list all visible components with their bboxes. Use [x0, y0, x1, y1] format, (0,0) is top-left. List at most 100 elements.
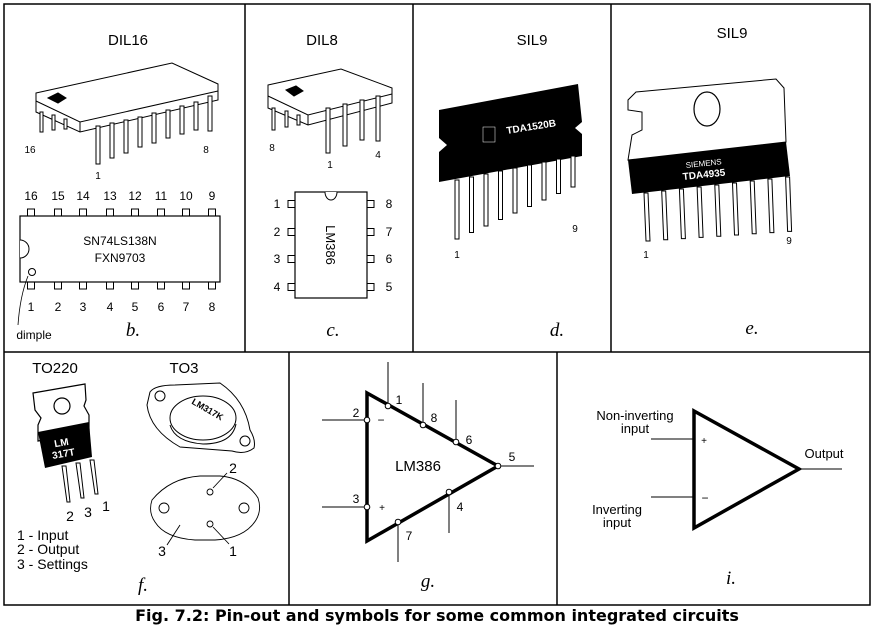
dil16-bottom-pin-4: 4 [107, 300, 114, 314]
dil8-right-pin-6: 6 [386, 252, 393, 266]
to220-label-line1: LM [53, 437, 69, 450]
dil16-pin-stub [54, 208, 62, 217]
panel-c-title: DIL8 [306, 32, 338, 49]
dil8-right-pin-7: 7 [386, 225, 393, 239]
panel-grid [3, 3, 871, 606]
dil8-left-pin-3: 3 [274, 252, 281, 266]
dil16-pin-stub [79, 208, 87, 217]
dil16-pin-stub [131, 281, 139, 290]
panel-f-letter: f. [138, 575, 148, 596]
dil16-top-pin-12: 12 [128, 189, 142, 203]
sil9-e-pin [714, 184, 722, 237]
sil9-e-pin-1: 1 [643, 250, 649, 261]
to3-pin-3: 3 [158, 543, 166, 559]
sil9-d-pin [541, 161, 547, 201]
dil16-top-pin-16: 16 [24, 189, 38, 203]
panel-e-sil9: SIL9 SIEMENS TDA4935 1 9 e. [627, 25, 793, 339]
dil16-pin-stub [27, 208, 35, 217]
to3-pin-2: 2 [229, 460, 237, 476]
dil8-pin-stub [366, 255, 375, 263]
dil8-3d-drawing [267, 68, 393, 154]
panel-g-letter: g. [421, 571, 435, 592]
dil16-pin-stub [208, 281, 216, 290]
panel-e-title: SIL9 [717, 25, 748, 42]
legend-pin-1: 1 - Input [17, 527, 68, 543]
panel-f-title-to3: TO3 [170, 360, 199, 377]
dil16-notch [19, 239, 30, 259]
tda1520b-drawing: TDA1520B [439, 84, 582, 240]
dil8-pin-stub [287, 283, 296, 291]
panel-d-letter: d. [550, 320, 564, 341]
dil16-pin-stub [54, 281, 62, 290]
opamp-minus-sign: − [701, 491, 708, 505]
lm386-triangle [365, 390, 502, 545]
to3-pin-1: 1 [229, 543, 237, 559]
sil9-e-pin [696, 186, 704, 238]
panel-e-letter: e. [745, 318, 758, 339]
legend-pin-3: 3 - Settings [17, 556, 88, 572]
panel-b-title: DIL16 [108, 32, 148, 49]
sil9-d-pin [483, 173, 489, 227]
panel-b-letter: b. [126, 320, 140, 341]
dil16-pin-stub [157, 208, 165, 217]
dil8-right-pin-5: 5 [386, 280, 393, 294]
dimple-leader-line [17, 275, 29, 326]
dil8-right-pin-8: 8 [386, 197, 393, 211]
opamp-plus-sign: + [701, 436, 707, 447]
dil16-dimple [28, 268, 36, 276]
dil8-pin-stub [366, 283, 375, 291]
sil9-e-pin [731, 182, 740, 236]
dil8-pin-stub [366, 228, 375, 236]
philips-logo-icon [482, 126, 496, 143]
sil9-e-pin-9: 9 [786, 236, 792, 247]
opamp-leads [651, 438, 842, 498]
panel-g-lm386-symbol: 2 3 1 8 6 5 4 7 − + LM386 g. [322, 362, 534, 592]
lm386-pin-5: 5 [509, 450, 516, 464]
dil8-part-number: LM386 [323, 225, 338, 265]
inverting-label-line2: input [603, 515, 632, 530]
dil16-pin-stub [79, 281, 87, 290]
panel-d-title: SIL9 [517, 32, 548, 49]
lm386-pin-6: 6 [466, 433, 473, 447]
sil9-e-pin [749, 180, 757, 235]
dil16-3d-drawing [35, 62, 219, 165]
lm386-minus-sign: − [377, 413, 384, 427]
dil8-pin-stub [287, 255, 296, 263]
sil9-d-pin [469, 176, 474, 233]
inverting-label-line1: Inverting [592, 502, 642, 517]
dil16-top-pin-15: 15 [51, 189, 65, 203]
dil16-body [19, 215, 221, 283]
panel-d-sil9: SIL9 TDA1520B 1 9 d. [439, 32, 582, 341]
figure-caption: Fig. 7.2: Pin-out and symbols for some c… [135, 606, 739, 625]
dil8-left-pin-4: 4 [274, 280, 281, 294]
dil16-lot-code: FXN9703 [95, 251, 146, 265]
to220-pin-legend: 1 - Input 2 - Output 3 - Settings [17, 527, 88, 572]
sil9-d-pin [556, 158, 561, 194]
dil16-3d-pin-1: 1 [95, 171, 101, 182]
dil16-pin-stub [131, 208, 139, 217]
lm386-leads [322, 362, 534, 562]
dil16-3d-pin-16: 16 [24, 145, 36, 156]
lm386-pin-nodes [363, 402, 502, 526]
siemens-brand: SIEMENS [685, 157, 722, 170]
lm386-plus-sign: + [379, 503, 385, 514]
dil16-pin-stub [27, 281, 35, 290]
dil16-pin-stub [106, 208, 114, 217]
dil8-pin-stubs [287, 200, 375, 291]
sil9-d-pin [527, 164, 532, 207]
sil9-d-pin [512, 167, 518, 214]
to220-pin-3: 3 [84, 504, 92, 520]
dil16-bottom-pin-2: 2 [55, 300, 62, 314]
panel-c-letter: c. [326, 320, 339, 341]
sil9-d-pin-1: 1 [454, 250, 460, 261]
sil9-e-pin [785, 176, 793, 232]
dil8-3d-pin-4: 4 [375, 150, 381, 161]
dil16-top-pin-14: 14 [76, 189, 90, 203]
to3-drawing: LM317K [146, 382, 255, 453]
dil16-top-pin-13: 13 [103, 189, 117, 203]
sil9-d-pin [454, 179, 460, 240]
